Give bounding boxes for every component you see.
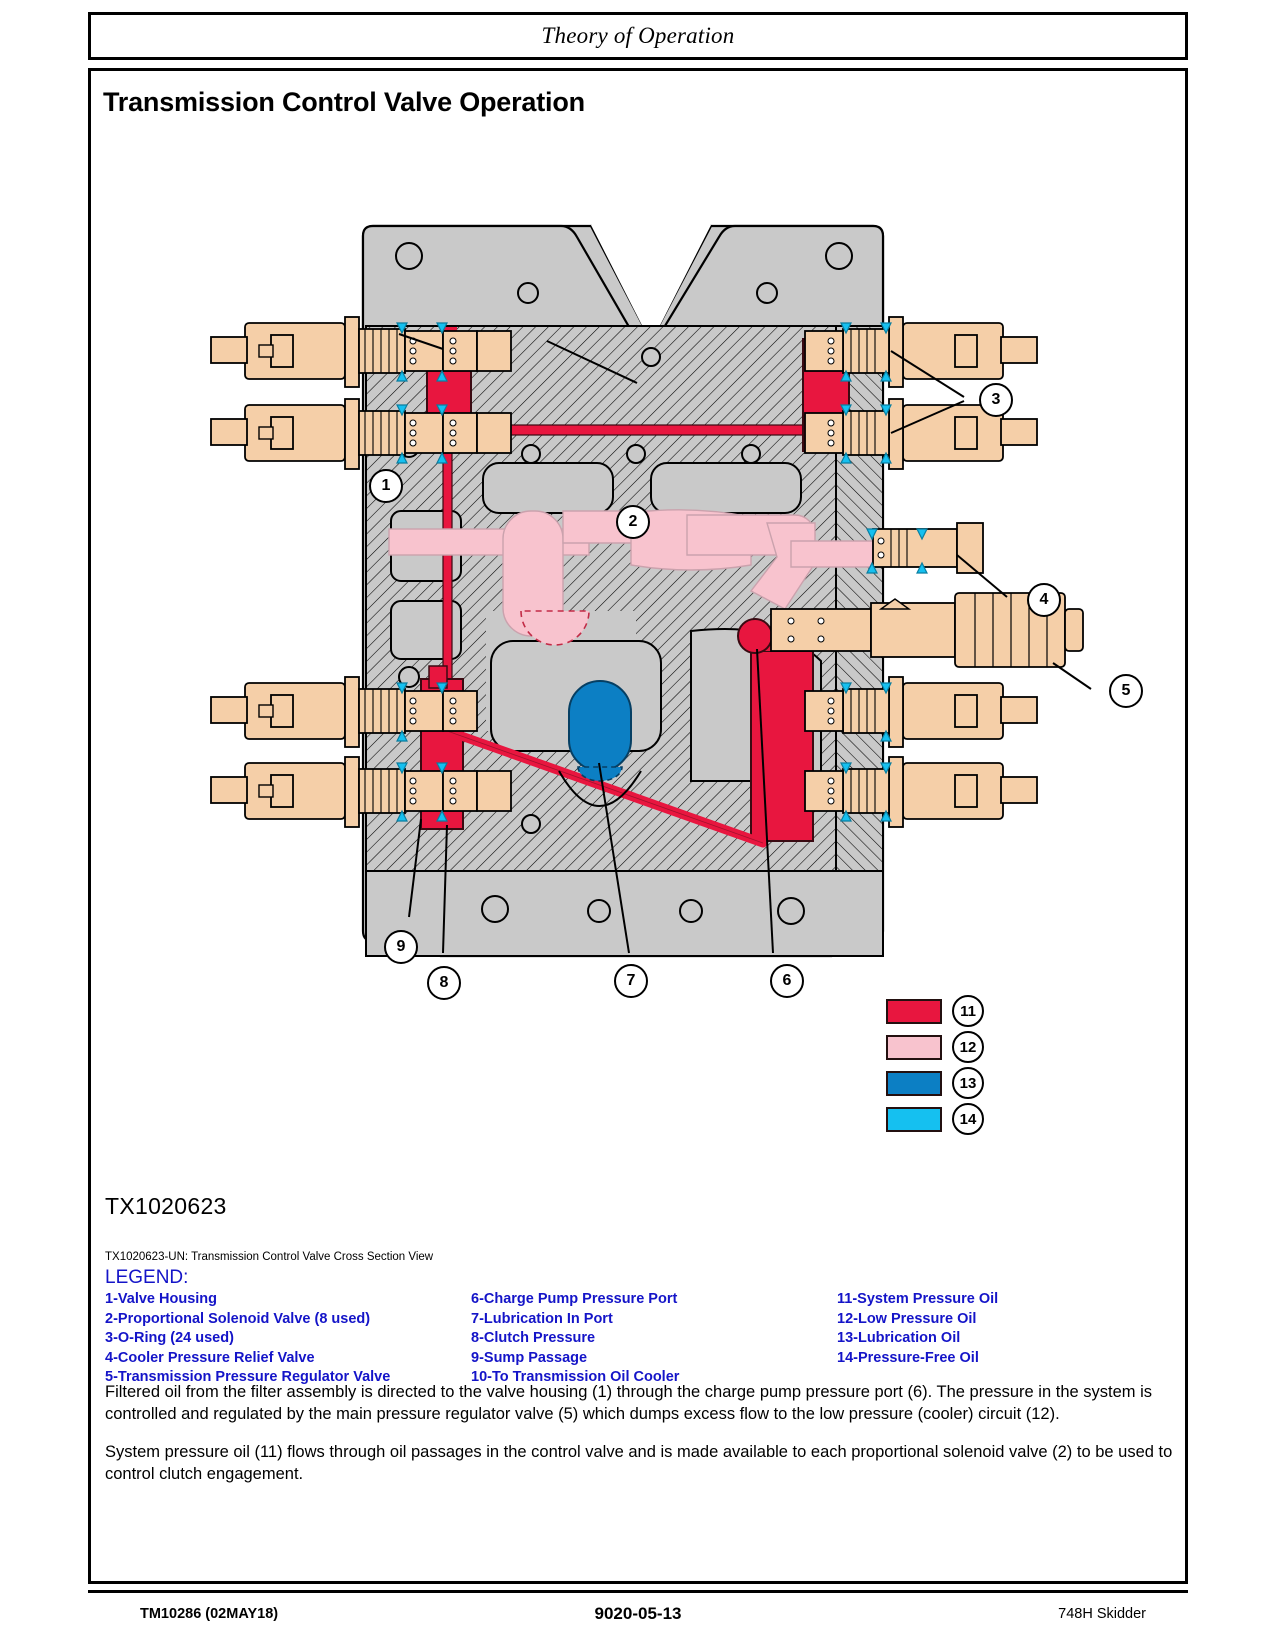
proportional-solenoid-valve: [804, 398, 1038, 470]
legend-column-1: 1-Valve Housing 2-Proportional Solenoid …: [105, 1290, 471, 1388]
legend-item: 1-Valve Housing: [105, 1291, 218, 1307]
color-key-row: 13: [886, 1065, 984, 1101]
o-ring: [840, 762, 892, 822]
legend-item: 2-Proportional Solenoid Valve (8 used): [105, 1310, 371, 1327]
proportional-solenoid-valve: [210, 756, 512, 828]
o-ring: [866, 528, 928, 574]
legend-item: 7-Lubrication In Port: [471, 1310, 613, 1327]
callout-8: 8: [427, 966, 461, 1000]
callout-7: 7: [614, 964, 648, 998]
o-ring: [396, 762, 448, 822]
paragraph-2: System pressure oil (11) flows through o…: [105, 1443, 1173, 1483]
callout-5: 5: [1109, 674, 1143, 708]
swatch-system-pressure-oil: [886, 998, 942, 1024]
callout-9: 9: [384, 930, 418, 964]
o-ring: [396, 404, 448, 464]
callout-2: 2: [616, 505, 650, 539]
swatch-pressure-free-oil: [886, 1106, 942, 1132]
callout-4: 4: [1027, 583, 1061, 617]
proportional-solenoid-valve: [210, 398, 512, 470]
legend-heading: LEGEND:: [105, 1267, 189, 1288]
callout-1: 1: [369, 469, 403, 503]
proportional-solenoid-valve: [210, 316, 512, 388]
body-text: Filtered oil from the filter assembly is…: [105, 1382, 1175, 1502]
callout-14: 14: [952, 1103, 984, 1135]
legend-item: 12-Low Pressure Oil: [837, 1310, 977, 1327]
page-title: Transmission Control Valve Operation: [103, 87, 585, 117]
o-ring: [840, 322, 892, 382]
color-key-row: 12: [886, 1029, 984, 1065]
oil-color-key: 11 12 13 14: [886, 993, 984, 1137]
color-key-row: 14: [886, 1101, 984, 1137]
proportional-solenoid-valve-group: [210, 316, 1038, 828]
legend-item: 3-O-Ring (24 used): [105, 1330, 234, 1346]
footer-machine-model: 748H Skidder: [1058, 1606, 1146, 1622]
proportional-solenoid-valve: [210, 676, 478, 748]
legend-item: 10-To Transmission Oil Cooler: [471, 1369, 680, 1385]
legend-column-3: 11-System Pressure Oil 12-Low Pressure O…: [837, 1290, 1167, 1388]
footer-rule: [88, 1590, 1188, 1593]
cooler-pressure-relief-valve: [866, 522, 984, 574]
proportional-solenoid-valve: [804, 676, 1038, 748]
footer-manual-number: TM10286 (02MAY18): [140, 1606, 279, 1622]
o-ring: [840, 682, 892, 742]
figure-transmission-control-valve-cross-section: 1 2 3 4 5 6 7 8 9 11 12 13 14: [91, 211, 1185, 1221]
legend-item: 9-Sump Passage: [471, 1349, 588, 1366]
swatch-lubrication-oil: [886, 1070, 942, 1096]
legend-column-2: 6-Charge Pump Pressure Port 7-Lubricatio…: [471, 1290, 837, 1388]
legend-item: 5-Transmission Pressure Regulator Valve: [105, 1369, 391, 1385]
callout-13: 13: [952, 1067, 984, 1099]
color-key-row: 11: [886, 993, 984, 1029]
proportional-solenoid-valve: [804, 316, 1038, 388]
o-ring: [396, 322, 448, 382]
page-footer: TM10286 (02MAY18) 9020-05-13 748H Skidde…: [88, 1600, 1188, 1634]
legend: LEGEND: 1-Valve Housing 2-Proportional S…: [105, 1267, 1175, 1388]
legend-item: 8-Clutch Pressure: [471, 1330, 596, 1346]
legend-item: 6-Charge Pump Pressure Port: [471, 1291, 678, 1307]
footer-page-number: 9020-05-13: [594, 1604, 682, 1623]
callout-3: 3: [979, 383, 1013, 417]
proportional-solenoid-valve: [804, 756, 1038, 828]
legend-item: 11-System Pressure Oil: [837, 1291, 999, 1307]
low-pressure-oil-passages: [388, 509, 874, 646]
figure-id: TX1020623: [105, 1193, 227, 1219]
valve-cross-section-drawing: [210, 224, 1092, 958]
content-frame: Transmission Control Valve Operation: [88, 68, 1188, 1584]
o-ring: [396, 682, 448, 742]
legend-item: 14-Pressure-Free Oil: [837, 1349, 979, 1366]
paragraph-1: Filtered oil from the filter assembly is…: [105, 1383, 1153, 1423]
swatch-low-pressure-oil: [886, 1034, 942, 1060]
callout-11: 11: [952, 995, 984, 1027]
callout-leader-lines: [398, 333, 1092, 954]
callout-12: 12: [952, 1031, 984, 1063]
running-head-title: Theory of Operation: [541, 23, 735, 48]
running-head-band: Theory of Operation: [88, 12, 1188, 60]
callout-6: 6: [770, 964, 804, 998]
legend-item: 13-Lubrication Oil: [837, 1330, 961, 1346]
o-ring: [840, 404, 892, 464]
legend-item: 4-Cooler Pressure Relief Valve: [105, 1349, 315, 1366]
figure-caption: TX1020623-UN: Transmission Control Valve…: [105, 1251, 434, 1263]
